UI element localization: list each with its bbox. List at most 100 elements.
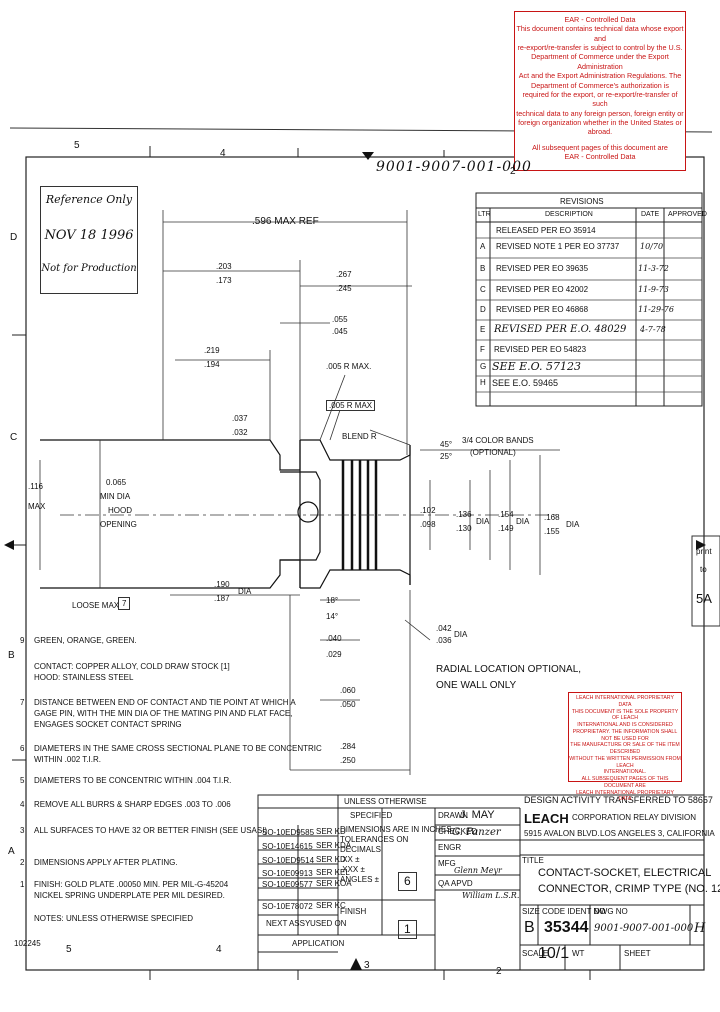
dim-text: .130 xyxy=(456,524,472,533)
dim-text: .250 xyxy=(340,756,356,765)
note-text: CONTACT: COPPER ALLOY, COLD DRAW STOCK [… xyxy=(34,662,230,671)
company-name: LEACH xyxy=(524,811,569,826)
dim-text: DIA xyxy=(566,520,580,529)
dwg-no-value: 9001-9007-001-000 xyxy=(594,923,694,934)
dim-text: .040 xyxy=(326,634,342,643)
zone-top-5: 5 xyxy=(74,140,80,151)
application-next-assy: SO-10E78072 xyxy=(262,902,313,911)
dim-text: .042 xyxy=(436,624,452,633)
scale-value: 10/1 xyxy=(538,945,570,962)
tolerance-note-box: 6 xyxy=(398,872,417,892)
design-activity-transfer: DESIGN ACTIVITY TRANSFERRED TO 58657 xyxy=(524,795,713,805)
dim-color-bands-optional: (OPTIONAL) xyxy=(470,448,516,457)
dim-text: .136 xyxy=(456,510,472,519)
tolerance-text: DIMENSIONS ARE IN INCHES xyxy=(340,825,452,834)
tolerance-text: TOLERANCES ON xyxy=(340,835,409,844)
revisions-title: REVISIONS xyxy=(560,197,604,206)
note-text: DIMENSIONS APPLY AFTER PLATING. xyxy=(34,858,178,867)
code-ident-label: CODE IDENT NO xyxy=(542,907,606,916)
dim-text: .032 xyxy=(232,428,248,437)
note-number: 9 xyxy=(20,636,25,645)
right-edge-fragment: print xyxy=(696,547,712,556)
dim-text: .029 xyxy=(326,650,342,659)
note-number: 1 xyxy=(20,880,25,889)
weight-label: WT xyxy=(572,949,585,958)
checked-label: CHECKED xyxy=(438,827,478,836)
dim-text: .190 xyxy=(214,580,230,589)
rev-row-desc: RELEASED PER EO 35914 xyxy=(496,226,596,235)
zone-top-2: 2 xyxy=(510,166,516,177)
bottom-document-code: 102245 xyxy=(14,939,41,948)
dwg-no-label: DWG NO xyxy=(594,907,628,916)
drawing-title-line-2: CONNECTOR, CRIMP TYPE (NO. 12) xyxy=(538,883,720,895)
dim-text: MIN DIA xyxy=(100,492,131,501)
application-next-assy: SO-10E14615 xyxy=(262,842,313,851)
zone-left-B: B xyxy=(8,650,15,661)
note-number: 2 xyxy=(20,858,25,867)
zone-bottom-3: 3 xyxy=(364,960,370,971)
dim-text: DIA xyxy=(516,517,530,526)
application-next-assy-header: NEXT ASSY xyxy=(266,919,311,928)
ear-controlled-notice: EAR - Controlled Data This document cont… xyxy=(514,11,686,171)
zone-bottom-2: 2 xyxy=(496,966,502,977)
tolerance-text: DECIMALS xyxy=(340,845,381,854)
size-value: B xyxy=(524,919,535,936)
zone-bottom-4: 4 xyxy=(216,944,222,955)
scale-label: SCALE xyxy=(522,949,549,958)
note-number: 6 xyxy=(20,744,25,753)
dim-text: .155 xyxy=(544,527,560,536)
dim-text: DIA xyxy=(454,630,468,639)
dim-text: .050 xyxy=(340,700,356,709)
zone-top-4: 4 xyxy=(220,148,226,159)
application-next-assy: SO-10E09577 xyxy=(262,880,313,889)
radial-location-note: RADIAL LOCATION OPTIONAL, xyxy=(436,664,582,675)
zone-bottom-5: 5 xyxy=(66,944,72,955)
rev-header-date: DATE xyxy=(641,211,660,218)
size-label: SIZE xyxy=(522,907,540,916)
dim-text: .203 xyxy=(216,262,232,271)
dim-angle: 25° xyxy=(440,452,453,461)
note-text: ENGAGES SOCKET CONTACT SPRING xyxy=(34,720,182,729)
dim-text: 0.065 xyxy=(106,478,127,487)
dim-text: .060 xyxy=(340,686,356,695)
company-city: LOS ANGELES 3, CALIFORNIA xyxy=(600,829,715,838)
header-drawing-number: 9001-9007-001-000 xyxy=(376,159,532,175)
dim-text: MAX xyxy=(28,502,46,511)
note-number: 4 xyxy=(20,800,25,809)
tolerance-text: .XX ± xyxy=(340,855,360,864)
rev-header-ltr: LTR xyxy=(478,211,491,218)
rev-row-date: 4-7-78 xyxy=(640,325,666,334)
dim-text: .284 xyxy=(340,742,356,751)
reference-only-stamp: Reference Only NOV 18 1996 Not for Produ… xyxy=(40,186,138,294)
dim-text: .116 xyxy=(28,482,43,491)
rev-row-ltr: F xyxy=(480,345,485,354)
dim-text: .037 xyxy=(232,414,248,423)
rev-row-date: 11-3-72 xyxy=(638,264,669,273)
dim-overall-ref: .596 MAX REF xyxy=(252,216,319,227)
company-division: CORPORATION RELAY DIVISION xyxy=(572,813,697,822)
note-number: 3 xyxy=(20,826,25,835)
checked-by: G. Panzer xyxy=(452,827,501,838)
rev-row-desc: REVISED PER EO 54823 xyxy=(494,345,587,354)
note-ref-7: 7 xyxy=(118,597,131,611)
tolerance-heading: UNLESS OTHERWISE xyxy=(344,797,427,806)
dim-text: .168 xyxy=(544,513,560,522)
dim-angle: 18° xyxy=(326,596,339,605)
finish-box: 1 xyxy=(398,920,417,940)
dim-text: .154 xyxy=(498,510,514,519)
dim-text: .267 xyxy=(336,270,352,279)
rev-row-desc: SEE E.O. 59465 xyxy=(492,378,559,388)
rev-row-date: 10/70 xyxy=(640,242,664,251)
rev-row-ltr: B xyxy=(480,264,486,273)
note-text: NICKEL SPRING UNDERPLATE PER MIL DESIRED… xyxy=(34,891,225,900)
qa-signature: William L.S.R. xyxy=(462,891,520,900)
dim-radius-2: .005 R MAX xyxy=(326,400,376,412)
finish-label: FINISH xyxy=(340,907,367,916)
rev-row-date: 11-9-73 xyxy=(638,285,669,294)
code-ident-value: 35344 xyxy=(544,919,589,936)
note-text: DIAMETERS TO BE CONCENTRIC WITHIN .004 T… xyxy=(34,776,232,785)
sheet-label: SHEET xyxy=(624,949,651,958)
right-edge-fragment: 5A xyxy=(696,591,712,606)
dim-text: DIA xyxy=(238,587,252,596)
